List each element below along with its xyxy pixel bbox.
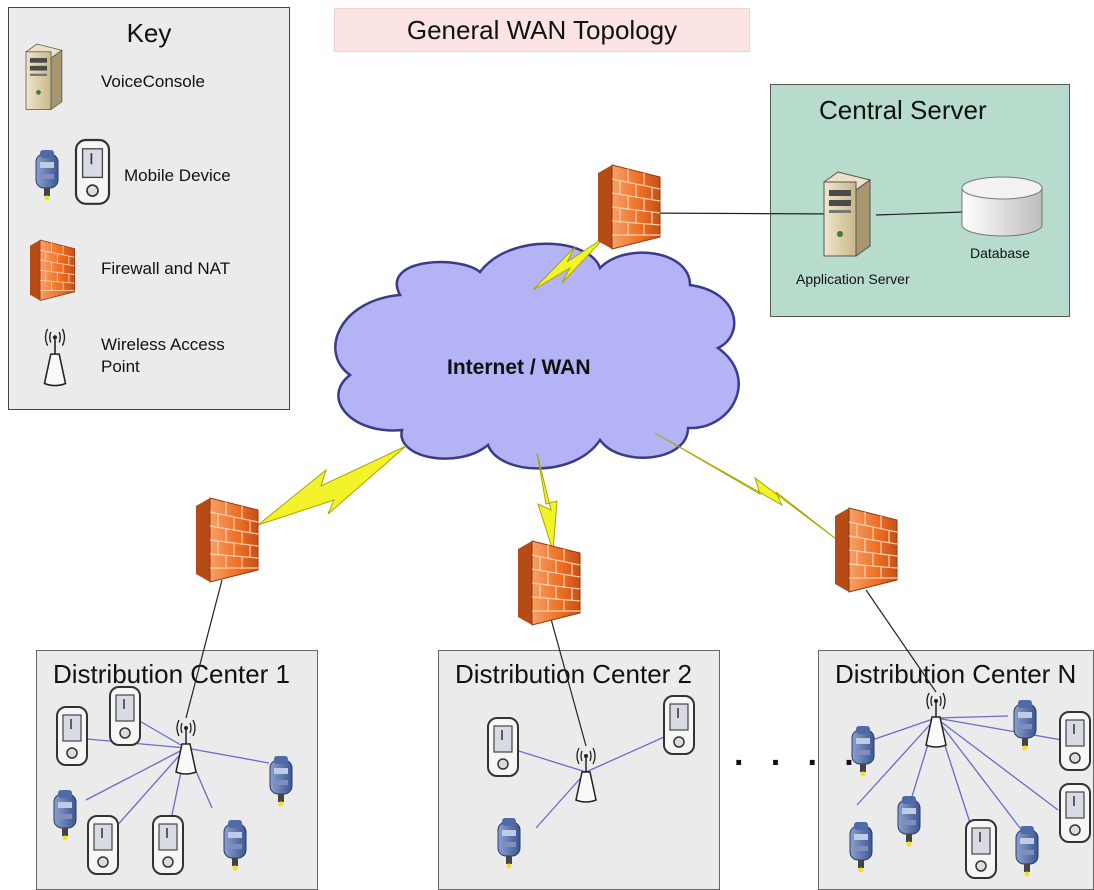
firewall-icon-central [597,164,661,250]
scanner-icon [1013,699,1037,751]
wan-link-dc1 [257,445,407,526]
firewall-key-icon [29,239,76,301]
scanner-icon-key [35,149,59,201]
access-point-icon-dc2 [575,747,597,803]
distribution-center-1-title: Distribution Center 1 [53,659,290,689]
wireless-access-point-icon [43,328,67,387]
firewall-icon-dc2 [517,540,581,626]
scanner-icon [897,795,921,847]
database-icon [961,176,1043,237]
distribution-center-n-title: Distribution Center N [835,659,1077,689]
dc2-firewall-to-ap-link [547,607,587,747]
diagram-title: General WAN Topology [334,8,750,52]
scanner-icon [53,789,77,841]
mobile-device-icon [74,138,111,205]
scanner-icon [269,755,293,807]
internet-wan-cloud [334,242,740,470]
distribution-center-2-title: Distribution Center 2 [455,659,692,689]
scanner-icon [223,819,247,871]
mobile-device-icon [152,815,184,875]
key-panel: Key VoiceConsole Mobile Device Firewall … [8,7,290,410]
application-server-icon [823,171,871,257]
mobile-device-icon [487,717,519,777]
firewall-to-app-server-link [627,212,856,215]
mobile-device-icon [663,695,695,755]
firewall-icon-dc1 [195,497,259,583]
key-label-firewall: Firewall and NAT [101,259,231,278]
server-icon [25,43,63,110]
key-label-voiceconsole: VoiceConsole [101,72,205,91]
scanner-icon [1015,825,1039,877]
app-server-to-database-link [875,211,965,216]
mobile-device-icon [87,815,119,875]
ellipsis: · · · · [734,744,864,782]
wan-link-dcn [654,432,841,543]
application-server-label: Application Server [796,271,910,287]
mobile-device-icon [109,686,141,746]
scanner-icon [849,821,873,873]
key-label-mobile-device: Mobile Device [124,166,231,185]
firewall-icon-dcn [834,507,898,593]
mobile-device-icon [1059,783,1091,843]
internet-wan-label: Internet / WAN [447,356,591,379]
central-server-title: Central Server [819,95,987,125]
scanner-icon [497,817,521,869]
mobile-device-icon [56,706,88,766]
mobile-device-icon [1059,711,1091,771]
key-label-wireless-access-point: Wireless Access Point [101,335,225,376]
key-title: Key [126,18,172,48]
dcn-firewall-to-ap-link [865,589,937,693]
mobile-device-icon [965,819,997,879]
dc1-firewall-to-ap-link [185,579,223,719]
database-label: Database [970,245,1030,261]
